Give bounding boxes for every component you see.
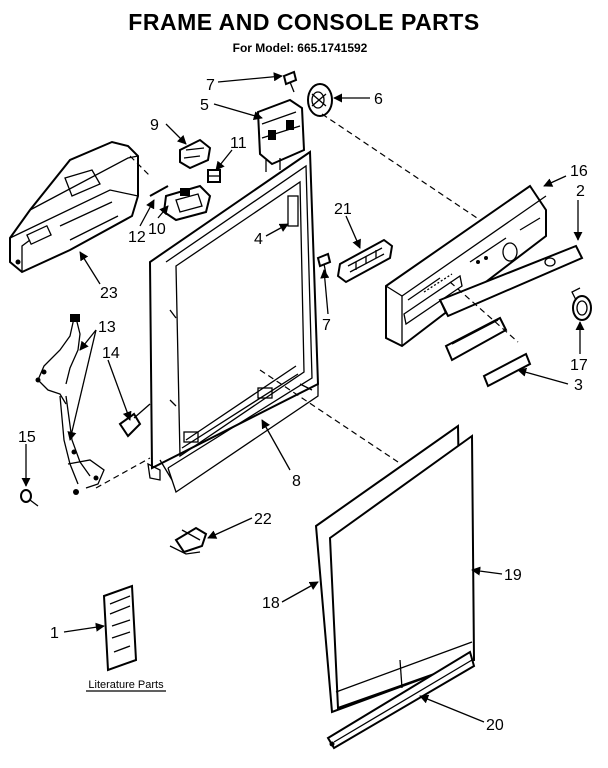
callout-16: 16 xyxy=(570,163,588,180)
part-16-console-panel[interactable] xyxy=(385,184,547,348)
leader-lines xyxy=(21,72,585,723)
callout-7-mid: 7 xyxy=(322,317,331,334)
callout-4: 4 xyxy=(254,231,263,248)
part-20-trim-strip[interactable] xyxy=(326,650,476,750)
callout-20: 20 xyxy=(486,717,504,734)
part-9-bracket[interactable] xyxy=(179,138,212,170)
page-title: FRAME AND CONSOLE PARTS xyxy=(128,9,479,35)
callout-13: 13 xyxy=(98,319,116,336)
callout-2: 2 xyxy=(576,183,585,200)
callout-6: 6 xyxy=(374,91,383,108)
part-15-screw[interactable] xyxy=(20,489,39,507)
callout-11: 11 xyxy=(230,135,247,152)
part-17-knob[interactable] xyxy=(571,287,592,321)
callout-19: 19 xyxy=(504,567,522,584)
callout-21: 21 xyxy=(334,201,352,218)
part-13-wire-harness[interactable] xyxy=(35,314,105,495)
callout-1: 1 xyxy=(50,625,59,642)
model-number: For Model: 665.1741592 xyxy=(233,41,368,55)
part-12-pin[interactable] xyxy=(149,185,169,197)
callout-9: 9 xyxy=(150,117,159,134)
callout-22: 22 xyxy=(254,511,272,528)
callout-8: 8 xyxy=(292,473,301,490)
part-5-switch-assembly[interactable] xyxy=(256,98,306,172)
callout-14: 14 xyxy=(102,345,120,362)
callout-17: 17 xyxy=(570,357,588,374)
explode-lines xyxy=(95,113,519,489)
callout-12: 12 xyxy=(128,229,146,246)
part-22-clip[interactable] xyxy=(169,526,208,555)
callout-18: 18 xyxy=(262,595,280,612)
part-19-inner-panel[interactable] xyxy=(328,434,476,710)
part-6-knob[interactable] xyxy=(307,83,333,117)
callout-10: 10 xyxy=(148,221,166,238)
part-11-clip[interactable] xyxy=(207,169,221,183)
callout-5: 5 xyxy=(200,97,209,114)
part-3-trim[interactable] xyxy=(444,316,532,388)
part-7-screw-top[interactable] xyxy=(282,70,298,93)
callout-15: 15 xyxy=(18,429,36,446)
part-14-probe[interactable] xyxy=(118,403,151,438)
part-21-bracket[interactable] xyxy=(336,238,394,284)
part-2-overlay[interactable] xyxy=(438,244,584,318)
callouts: 7 5 6 9 11 12 10 4 21 7 16 2 17 3 23 13 … xyxy=(18,77,588,734)
part-1-literature[interactable] xyxy=(102,584,138,672)
callout-23: 23 xyxy=(100,285,118,302)
literature-parts-label: Literature Parts xyxy=(88,679,164,691)
part-10-latch[interactable] xyxy=(162,184,212,222)
part-23-control-box[interactable] xyxy=(9,140,139,274)
callout-3: 3 xyxy=(574,377,583,394)
callout-7-top: 7 xyxy=(206,77,215,94)
